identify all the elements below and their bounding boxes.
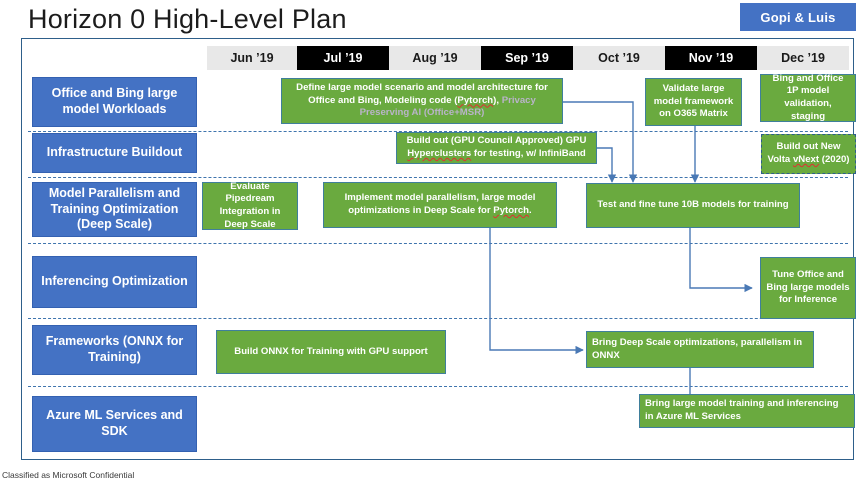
lane-separator-2 <box>28 177 848 178</box>
task-text-misspelled: Pytorch <box>457 94 494 106</box>
task-define-large-model-scenario[interactable]: Define large model scenario and model ar… <box>281 78 563 124</box>
task-text-misspelled: vNext <box>792 154 820 165</box>
lane-label-inferencing-optimization[interactable]: Inferencing Optimization <box>32 256 197 308</box>
task-text: Implement model parallelism, large model… <box>329 192 551 217</box>
month-cell-oct: Oct ’19 <box>573 46 665 70</box>
confidentiality-footer: Classified as Microsoft Confidential <box>2 470 135 480</box>
month-cell-aug: Aug ’19 <box>389 46 481 70</box>
task-text-main: Define large model scenario and model ar… <box>296 82 548 106</box>
task-text-muted: Privacy Preserving AI (Office+MSR) <box>359 94 536 119</box>
task-text-main: Implement model parallelism, large model… <box>344 192 536 216</box>
task-bring-large-model-training-azure-ml[interactable]: Bring large model training and inferenci… <box>639 394 855 428</box>
task-text-main: Build out New Volta <box>767 141 841 165</box>
task-validate-large-model-framework[interactable]: Validate large model framework on O365 M… <box>645 78 742 126</box>
task-test-fine-tune-10b-models[interactable]: Test and fine tune 10B models for traini… <box>586 183 800 228</box>
task-text: Build out New Volta vNext (2020) <box>767 141 850 166</box>
task-text-misspelled: Hyperclusters <box>407 148 472 159</box>
month-cell-dec: Dec ’19 <box>757 46 849 70</box>
task-bring-deep-scale-optimizations-onnx[interactable]: Bring Deep Scale optimizations, parallel… <box>586 331 814 368</box>
lane-separator-1 <box>28 131 848 132</box>
month-cell-sep: Sep ’19 <box>481 46 573 70</box>
lane-separator-5 <box>28 386 848 387</box>
lane-separator-4 <box>28 318 848 319</box>
lane-label-office-bing-workloads[interactable]: Office and Bing large model Workloads <box>32 77 197 127</box>
lane-label-infrastructure-buildout[interactable]: Infrastructure Buildout <box>32 133 197 173</box>
task-text-tail: (2020) <box>819 154 850 165</box>
task-text-tail: . <box>529 205 532 216</box>
task-text-main: Build out (GPU Council Approved) GPU <box>406 135 587 147</box>
task-text: Build out (GPU Council Approved) GPU Hyp… <box>402 135 591 160</box>
task-bing-office-1p-validation[interactable]: Bing and Office 1P model validation, sta… <box>760 73 856 122</box>
lane-label-model-parallelism[interactable]: Model Parallelism and Training Optimizat… <box>32 182 197 237</box>
lane-label-frameworks-onnx[interactable]: Frameworks (ONNX for Training) <box>32 325 197 375</box>
timeline-month-header: Jun ’19 Jul ’19 Aug ’19 Sep ’19 Oct ’19 … <box>207 46 849 70</box>
month-cell-nov: Nov ’19 <box>665 46 757 70</box>
task-tune-office-bing-inference[interactable]: Tune Office and Bing large models for In… <box>760 257 856 319</box>
task-build-out-new-volta-vnext[interactable]: Build out New Volta vNext (2020) <box>761 134 856 174</box>
task-text-misspelled: Pytorch <box>493 205 530 216</box>
task-build-out-gpu-hyperclusters[interactable]: Build out (GPU Council Approved) GPU Hyp… <box>396 132 597 164</box>
lane-separator-3 <box>28 243 848 244</box>
month-cell-jul: Jul ’19 <box>297 46 389 70</box>
task-text: Define large model scenario and model ar… <box>287 82 557 120</box>
task-text-tail: ), <box>493 94 502 106</box>
task-evaluate-pipedream-integration[interactable]: Evaluate Pipedream Integration in Deep S… <box>202 181 298 230</box>
page-title: Horizon 0 High-Level Plan <box>28 4 347 34</box>
lane-label-azure-ml-services[interactable]: Azure ML Services and SDK <box>32 396 197 452</box>
task-build-onnx-for-training[interactable]: Build ONNX for Training with GPU support <box>216 330 446 374</box>
task-text-tail: for testing, w/ InfiniBand <box>471 148 586 159</box>
task-implement-model-parallelism[interactable]: Implement model parallelism, large model… <box>323 182 557 228</box>
month-cell-jun: Jun ’19 <box>207 46 297 70</box>
owner-badge: Gopi & Luis <box>740 3 856 31</box>
